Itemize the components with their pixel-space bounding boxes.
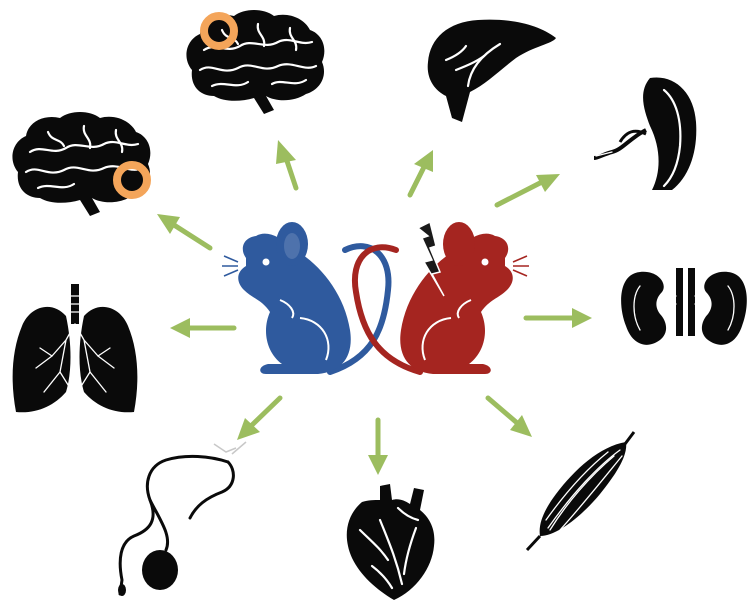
arrow-to-reproductive-organ [237,398,280,440]
spleen-icon [594,77,696,190]
arrow-to-muscle [488,398,532,437]
muscle-icon [527,432,634,550]
control-mouse-icon [222,222,388,374]
testis-icon [118,442,246,596]
heart-icon [347,484,435,600]
kidneys-icon [621,268,747,345]
arrow-to-brain-cortex [276,140,296,188]
arrow-to-kidneys [526,308,592,328]
arrows [157,140,592,475]
injured-mouse-icon [355,222,529,374]
arrow-to-lungs [170,318,234,338]
lungs-icon [13,284,138,412]
arrow-to-spleen [497,174,560,205]
arrow-to-heart [368,420,388,475]
arrow-to-liver [410,150,433,195]
arrow-to-brain-hippocampus [157,214,210,248]
liver-icon [428,20,556,122]
